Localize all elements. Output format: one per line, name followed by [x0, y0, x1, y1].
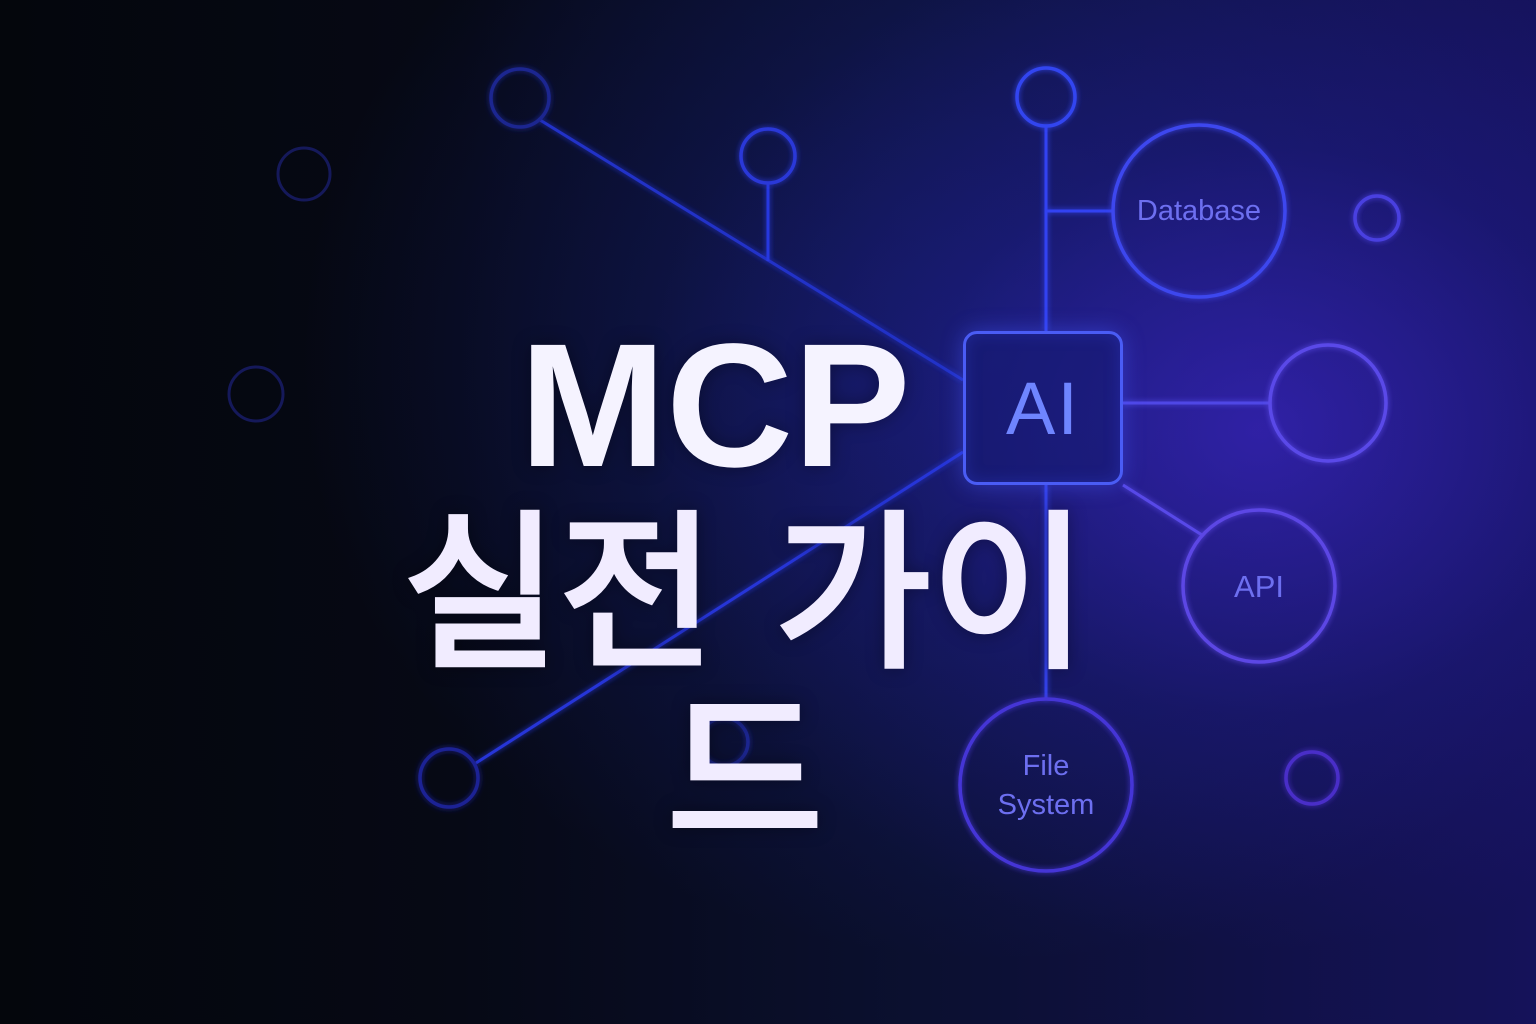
node-circle-icon — [739, 127, 797, 185]
api-node-circle — [1181, 508, 1337, 664]
faint-circle-icon — [227, 365, 285, 423]
database-node-circle — [1111, 123, 1287, 299]
database-label: Database — [1137, 195, 1261, 227]
faint-circles — [227, 146, 332, 423]
line-topleft-to-ai — [539, 118, 964, 382]
node-circle-icon — [418, 747, 480, 809]
ai-hub-label: AI — [1006, 366, 1080, 450]
title-line-2: 실전 가이드 — [402, 496, 1088, 874]
node-circle-icon — [489, 67, 551, 129]
file-system-label-line2: System — [998, 789, 1095, 821]
title-line-1: MCP — [519, 308, 911, 504]
line-to-api — [1122, 483, 1203, 537]
file-system-label-line1: File — [1023, 750, 1070, 782]
node-circle-icon — [698, 716, 750, 768]
connector-lines — [475, 118, 1269, 765]
node-circle-icon — [1284, 750, 1340, 806]
outline-nodes — [418, 66, 1401, 873]
right-node-circle — [1268, 343, 1388, 463]
node-circle-icon — [1353, 194, 1401, 242]
faint-circle-icon — [276, 146, 332, 202]
api-label: API — [1234, 569, 1284, 604]
line-bottomleft-to-ai — [475, 450, 964, 765]
node-circle-icon — [1015, 66, 1077, 128]
file-system-node-circle — [958, 697, 1134, 873]
ai-hub: AI — [963, 331, 1123, 485]
